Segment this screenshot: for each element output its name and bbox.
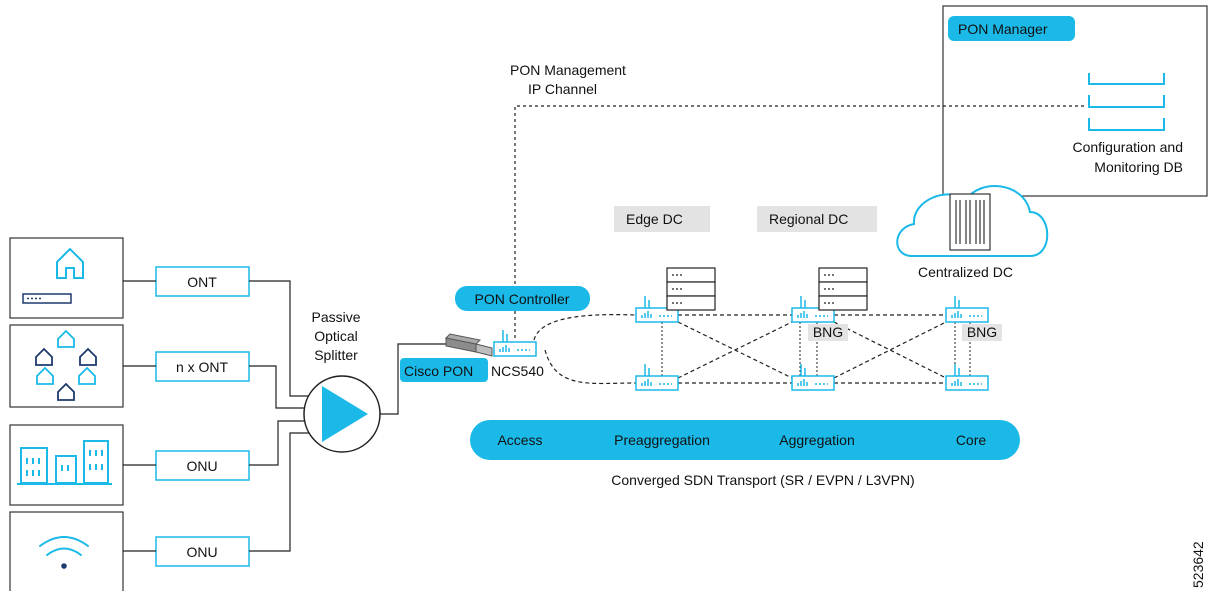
figure-id: 523642: [1190, 541, 1206, 588]
transport-caption: Converged SDN Transport (SR / EVPN / L3V…: [611, 472, 914, 488]
houses-icon: [35, 329, 97, 401]
mgmt-channel-line: [514, 105, 1085, 338]
pon-manager-badge: [948, 16, 1075, 41]
bng-badge-2: [962, 324, 1002, 341]
endpoint-wifi: ONU: [9, 511, 250, 591]
rack-icon: [949, 193, 991, 251]
splitter-label-line2: Optical: [314, 328, 358, 344]
onu-box-1: [155, 450, 250, 481]
endpoint-4-label: ONU: [186, 544, 217, 560]
endpoint-2-label: n x ONT: [176, 359, 229, 375]
ont-box-1: [155, 266, 250, 297]
transport-bar: [470, 420, 1020, 460]
edge-server-icon: [666, 267, 716, 311]
endpoint-3-label: ONU: [186, 458, 217, 474]
endpoint-multi-house: n x ONT: [9, 324, 250, 408]
cisco-pon-badge: [400, 358, 488, 382]
bng-badge-1: [808, 324, 848, 341]
edge-dc-label: Edge DC: [626, 211, 683, 227]
db-label-line2: Monitoring DB: [1094, 159, 1183, 175]
regional-server-icon: [818, 267, 868, 311]
bng-label-1: BNG: [813, 324, 843, 340]
house-icon: [56, 247, 84, 279]
ont-device-icon: [22, 293, 72, 304]
splitter-to-olt-link: [380, 343, 446, 415]
mgmt-channel-line1: PON Management: [510, 62, 626, 78]
segment-access: Access: [497, 432, 542, 448]
onu-box-2: [155, 536, 250, 567]
sfp-module-icon: [444, 333, 493, 357]
centralized-dc-label: Centralized DC: [918, 264, 1013, 280]
segment-preaggregation: Preaggregation: [614, 432, 710, 448]
pon-controller-label: PON Controller: [475, 291, 570, 307]
endpoint-house: ONT: [9, 237, 250, 319]
pon-manager-title: PON Manager: [958, 21, 1048, 37]
bng-label-2: BNG: [967, 324, 997, 340]
endpoint-links: [123, 280, 322, 552]
ncs540-label: NCS540: [491, 363, 544, 379]
core-router-bottom-icon: [945, 363, 989, 391]
buildings-icon: [17, 440, 112, 485]
segment-core: Core: [956, 432, 987, 448]
ont-box-2: [155, 351, 250, 382]
splitter-icon: [303, 375, 381, 453]
ncs540-router-icon: [493, 329, 537, 357]
splitter-label-line3: Splitter: [314, 347, 358, 363]
regional-dc-label: Regional DC: [769, 211, 848, 227]
regional-router-bottom-icon: [791, 363, 835, 391]
segment-aggregation: Aggregation: [779, 432, 855, 448]
cisco-pon-label: Cisco PON: [404, 363, 473, 379]
splitter-label-line1: Passive: [311, 309, 360, 325]
pon-controller-badge: [455, 286, 590, 311]
mgmt-channel-line2: IP Channel: [528, 81, 597, 97]
edge-dc-badge: [614, 206, 710, 232]
wifi-icon: [39, 536, 89, 569]
database-icon: [1088, 73, 1165, 131]
core-router-top-icon: [945, 295, 989, 323]
db-label-line1: Configuration and: [1072, 139, 1183, 155]
endpoint-buildings: ONU: [9, 424, 250, 506]
endpoint-1-label: ONT: [187, 274, 217, 290]
edge-router-bottom-icon: [635, 363, 679, 391]
network-links: [533, 314, 947, 385]
regional-dc-badge: [757, 206, 877, 232]
pon-manager-panel: PON Manager Configuration and Monitoring…: [942, 5, 1208, 197]
